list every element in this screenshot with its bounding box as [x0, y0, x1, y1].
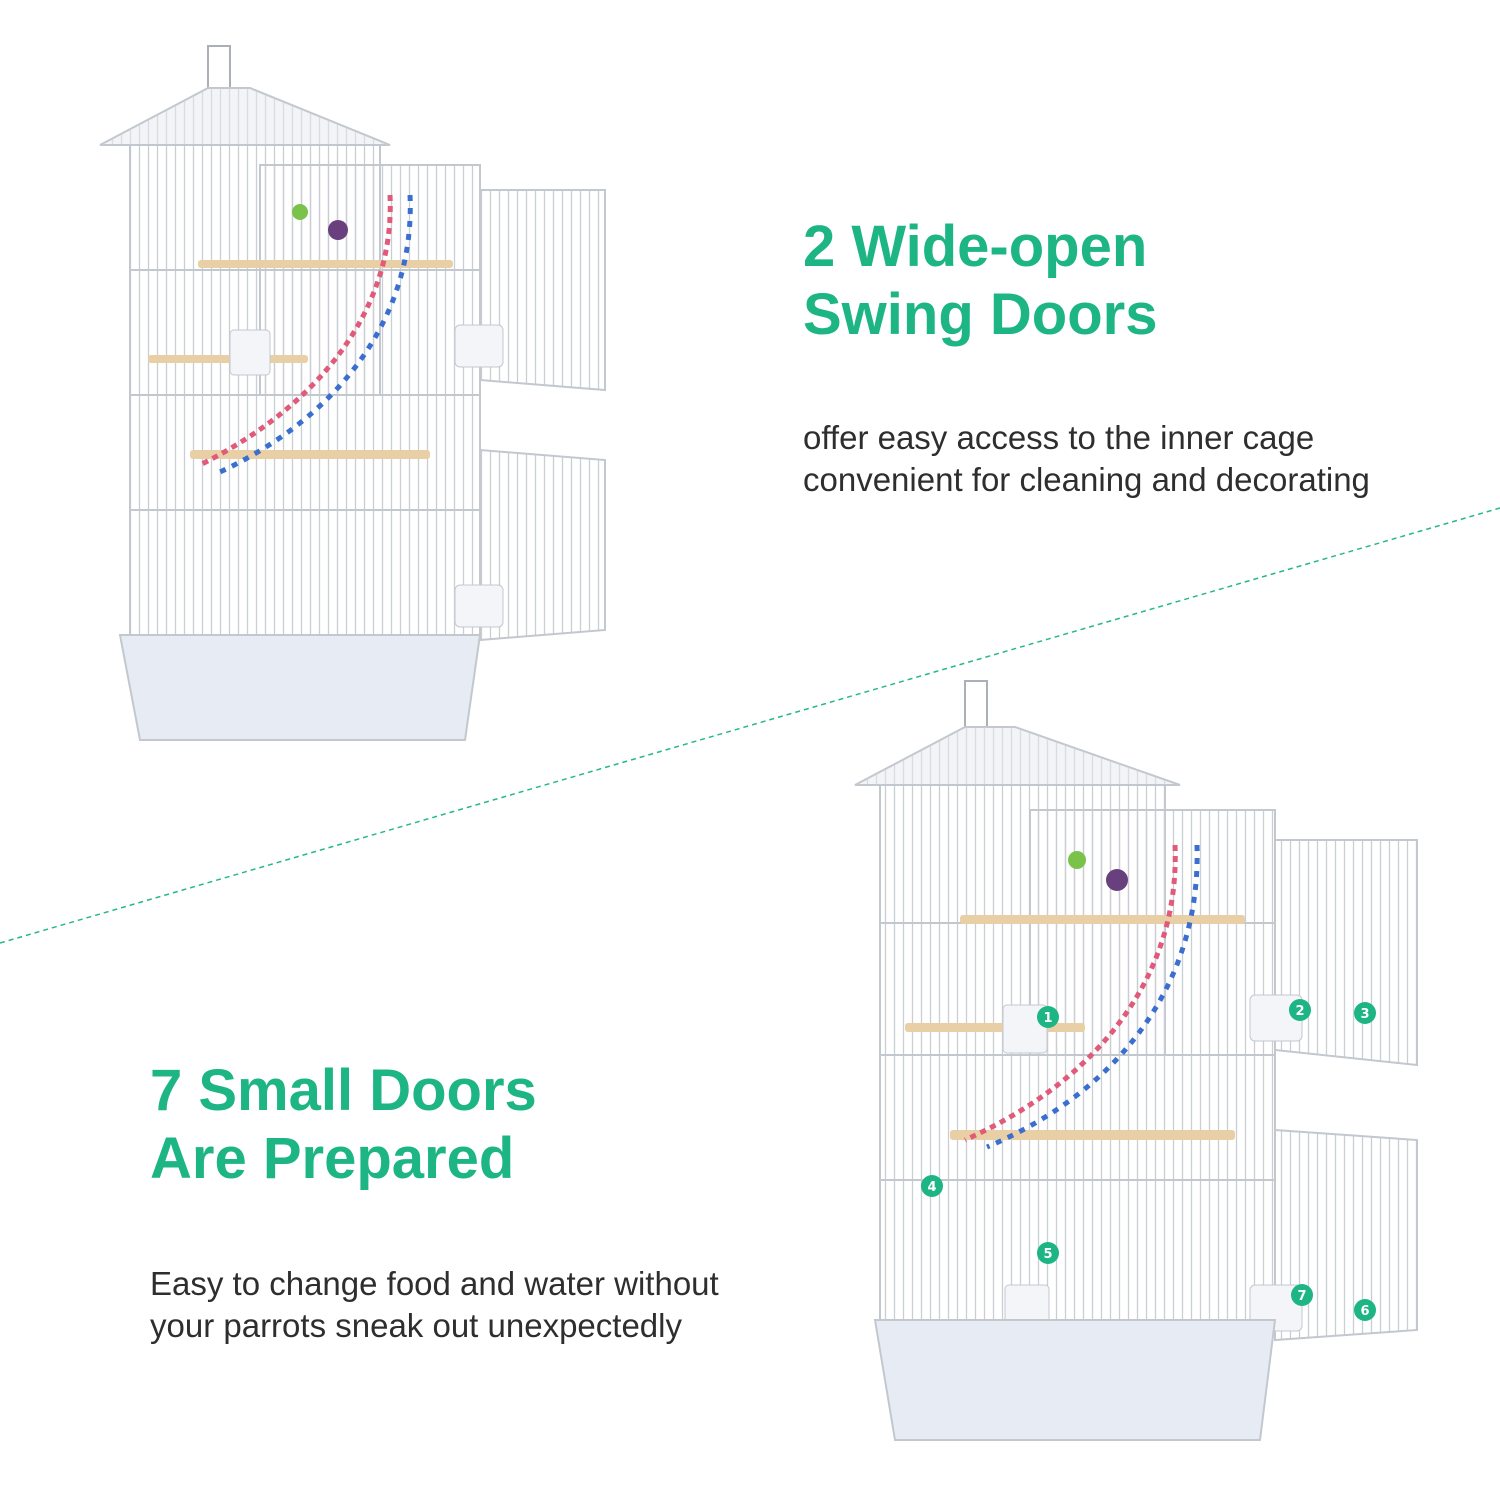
headline-line: 2 Wide-open: [803, 214, 1148, 279]
door-marker-number: 3: [1360, 1007, 1369, 1022]
description-swing-doors: offer easy access to the inner cage conv…: [803, 417, 1370, 501]
door-marker: 3: [1354, 1002, 1376, 1024]
door-marker-number: 2: [1295, 1004, 1304, 1019]
headline-line: Are Prepared: [150, 1126, 515, 1191]
headline-swing-doors: 2 Wide-open Swing Doors: [803, 213, 1157, 349]
description-line: offer easy access to the inner cage: [803, 419, 1315, 456]
door-marker: 6: [1354, 1299, 1376, 1321]
door-marker: 2: [1289, 999, 1311, 1021]
headline-line: Swing Doors: [803, 282, 1158, 347]
description-line: Easy to change food and water without: [150, 1265, 719, 1302]
door-marker: 5: [1037, 1242, 1059, 1264]
headline-small-doors: 7 Small Doors Are Prepared: [150, 1057, 537, 1193]
bird-cage-image-bottom: 1 2 3 4 5 6 7: [854, 680, 1418, 1441]
description-line: your parrots sneak out unexpectedly: [150, 1307, 682, 1344]
door-marker-number: 6: [1360, 1304, 1369, 1319]
door-marker: 7: [1291, 1284, 1313, 1306]
door-marker-number: 1: [1043, 1011, 1052, 1026]
door-marker-number: 7: [1297, 1289, 1306, 1304]
door-marker-number: 5: [1043, 1247, 1052, 1262]
headline-line: 7 Small Doors: [150, 1058, 537, 1123]
description-small-doors: Easy to change food and water without yo…: [150, 1263, 719, 1347]
bird-cage-image-top: [99, 45, 606, 741]
door-marker: 1: [1037, 1006, 1059, 1028]
door-marker: 4: [921, 1175, 943, 1197]
description-line: convenient for cleaning and decorating: [803, 461, 1370, 498]
door-marker-number: 4: [927, 1180, 936, 1195]
